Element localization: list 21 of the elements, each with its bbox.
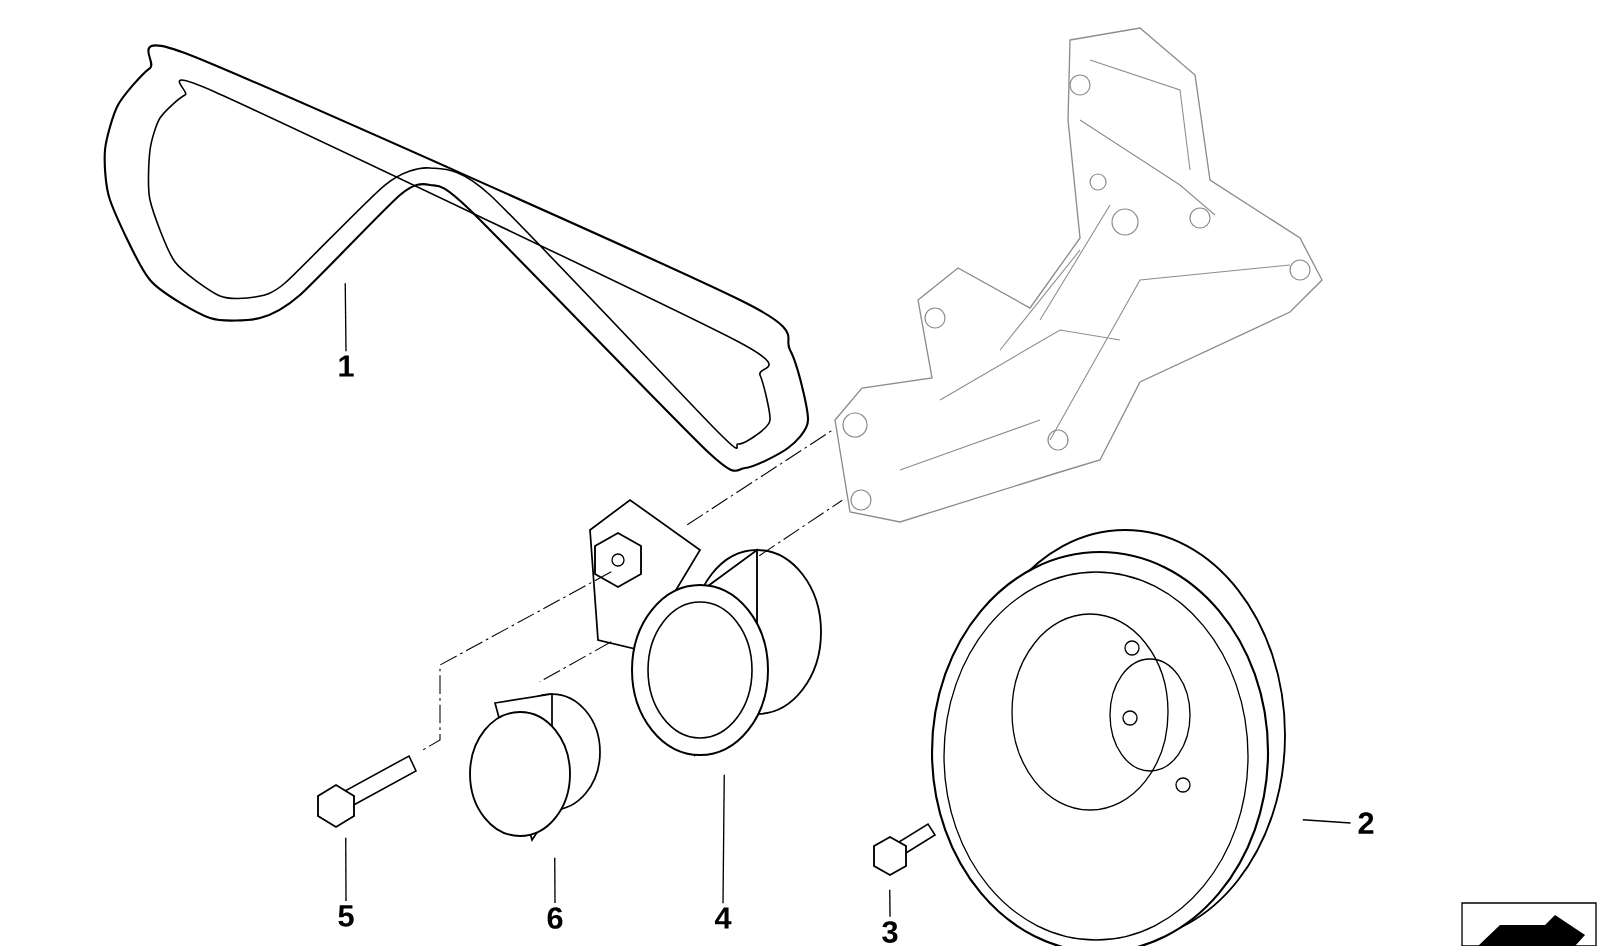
centre-line (419, 571, 612, 753)
bracket-drawing (834, 27, 1323, 523)
centre-line (686, 429, 833, 526)
leader-line (1302, 819, 1352, 824)
callout-number: 6 (547, 907, 563, 929)
centre-line (539, 641, 612, 683)
pulley-drawing (930, 529, 1286, 946)
callout-number: 3 (882, 921, 898, 943)
belt-drawing (103, 44, 810, 472)
leader-line (889, 889, 891, 918)
callout-number: 4 (714, 907, 732, 929)
bolt-drawing (317, 754, 418, 829)
callout-number: 2 (1358, 812, 1374, 834)
leader-line (722, 774, 725, 904)
callout-number: 1 (339, 355, 354, 377)
leader-line (345, 837, 347, 902)
callout-number: 5 (338, 905, 354, 927)
leader-line (344, 282, 347, 352)
leader-line (554, 857, 556, 904)
bolt-drawing (873, 822, 937, 877)
centre-line (758, 499, 843, 557)
